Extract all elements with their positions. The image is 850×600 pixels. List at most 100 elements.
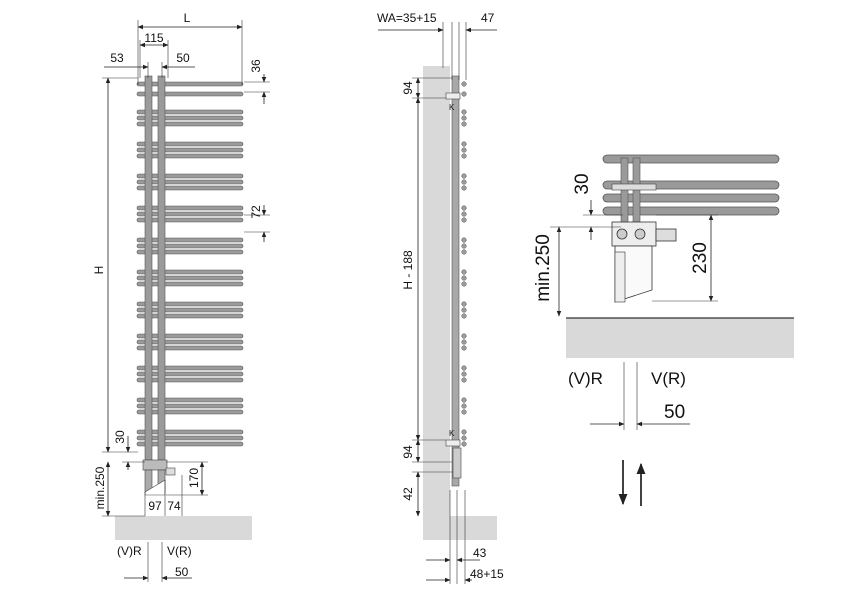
radiator-bar — [136, 377, 244, 383]
side-dim-h188: H - 188 — [401, 250, 415, 290]
side-bar-end — [461, 185, 467, 191]
radiator-bar — [136, 115, 244, 121]
detail-collector-right — [632, 157, 641, 231]
side-bar-end — [461, 121, 467, 127]
side-bar-end — [461, 281, 467, 287]
radiator-bar — [136, 333, 244, 339]
side-floor — [423, 516, 497, 540]
side-bracket-bottom — [445, 439, 461, 447]
side-dim-42: 42 — [401, 487, 415, 501]
radiator-bar — [136, 365, 244, 371]
side-collector — [451, 75, 460, 487]
radiator-bar — [136, 403, 244, 409]
front-dim-97: 97 — [148, 499, 162, 513]
detail-dim-30: 30 — [572, 173, 593, 194]
front-label-vr: (V)R — [117, 544, 142, 558]
side-bar-end — [461, 333, 467, 339]
side-marker-k-bottom: K — [449, 429, 455, 438]
radiator-bar — [136, 211, 244, 217]
radiator-bar — [136, 109, 244, 115]
radiator-bar — [136, 141, 244, 147]
radiator-bar — [136, 205, 244, 211]
detail-dim-230: 230 — [690, 242, 711, 274]
side-marker-k-top: K — [449, 103, 455, 112]
detail-bar-4 — [602, 206, 780, 216]
front-collector-left — [144, 75, 153, 461]
front-dim-170: 170 — [187, 468, 201, 488]
side-bar-end — [461, 81, 467, 87]
radiator-bar — [136, 179, 244, 185]
side-bar-end — [461, 371, 467, 377]
side-bar-end — [461, 173, 467, 179]
front-dim-36: 36 — [249, 59, 263, 73]
side-bar-end — [461, 403, 467, 409]
detail-floor — [566, 318, 794, 358]
side-dim-wa: WA=35+15 — [377, 11, 437, 25]
front-dim-H: H — [92, 266, 106, 275]
side-bar-end — [461, 429, 467, 435]
side-bar-end — [461, 141, 467, 147]
detail-dim-50: 50 — [664, 402, 685, 423]
radiator-bar — [136, 185, 244, 191]
detail-label-v-r: V(R) — [651, 369, 686, 388]
front-dim-74: 74 — [167, 499, 181, 513]
side-valve — [452, 447, 462, 479]
side-bar-end — [461, 435, 467, 441]
side-bar-end — [461, 339, 467, 345]
radiator-bar — [136, 371, 244, 377]
radiator-bar — [136, 429, 244, 435]
detail-bracket — [611, 183, 657, 191]
radiator-bar — [136, 147, 244, 153]
side-bar-end — [461, 301, 467, 307]
side-bar-end — [461, 269, 467, 275]
side-bar-end — [461, 153, 467, 159]
side-bar-end — [461, 365, 467, 371]
front-dim-50-top: 50 — [176, 51, 190, 65]
side-bar-end — [461, 275, 467, 281]
front-label-v-r: V(R) — [167, 544, 192, 558]
radiator-bar — [136, 153, 244, 159]
front-view: L 115 53 50 36 72 H 30 — [92, 11, 270, 582]
radiator-bar — [136, 249, 244, 255]
side-bar-end — [461, 377, 467, 383]
side-bar-end — [461, 397, 467, 403]
side-dim-47: 47 — [481, 11, 495, 25]
radiator-bar — [136, 237, 244, 243]
radiator-bar — [136, 91, 244, 97]
side-dim-48-15: 48+15 — [470, 567, 504, 581]
side-dim-43: 43 — [473, 546, 487, 560]
detail-view: 30 min.250 230 (V)R V(R) 50 — [533, 154, 794, 506]
side-bar-end — [461, 211, 467, 217]
radiator-bar — [136, 269, 244, 275]
side-wall — [423, 66, 450, 540]
side-bar-end — [461, 109, 467, 115]
radiator-bar — [136, 281, 244, 287]
radiator-bar — [136, 409, 244, 415]
front-dim-30: 30 — [113, 430, 127, 444]
front-dim-72: 72 — [249, 205, 263, 219]
radiator-bar — [136, 441, 244, 447]
front-dim-L: L — [184, 11, 191, 25]
radiator-bar — [136, 435, 244, 441]
side-bar-end — [461, 91, 467, 97]
detail-label-vr: (V)R — [568, 369, 603, 388]
side-bar-end — [461, 249, 467, 255]
radiator-bar — [136, 173, 244, 179]
detail-dim-min250: min.250 — [533, 234, 554, 302]
radiator-bar — [136, 307, 244, 313]
front-dim-min250: min.250 — [93, 466, 107, 509]
detail-collector-left — [620, 157, 629, 231]
side-bar-end — [461, 345, 467, 351]
front-collector-right — [157, 75, 166, 461]
side-bar-end — [461, 237, 467, 243]
radiator-bar — [136, 81, 244, 87]
front-bars — [136, 81, 244, 447]
side-dim-94-bottom: 94 — [401, 445, 415, 459]
radiator-bar — [136, 121, 244, 127]
side-bar-end — [461, 205, 467, 211]
side-bar-end — [461, 217, 467, 223]
side-bar-end — [461, 243, 467, 249]
detail-bar-3 — [602, 193, 780, 203]
front-dim-53: 53 — [110, 51, 124, 65]
radiator-bar — [136, 217, 244, 223]
